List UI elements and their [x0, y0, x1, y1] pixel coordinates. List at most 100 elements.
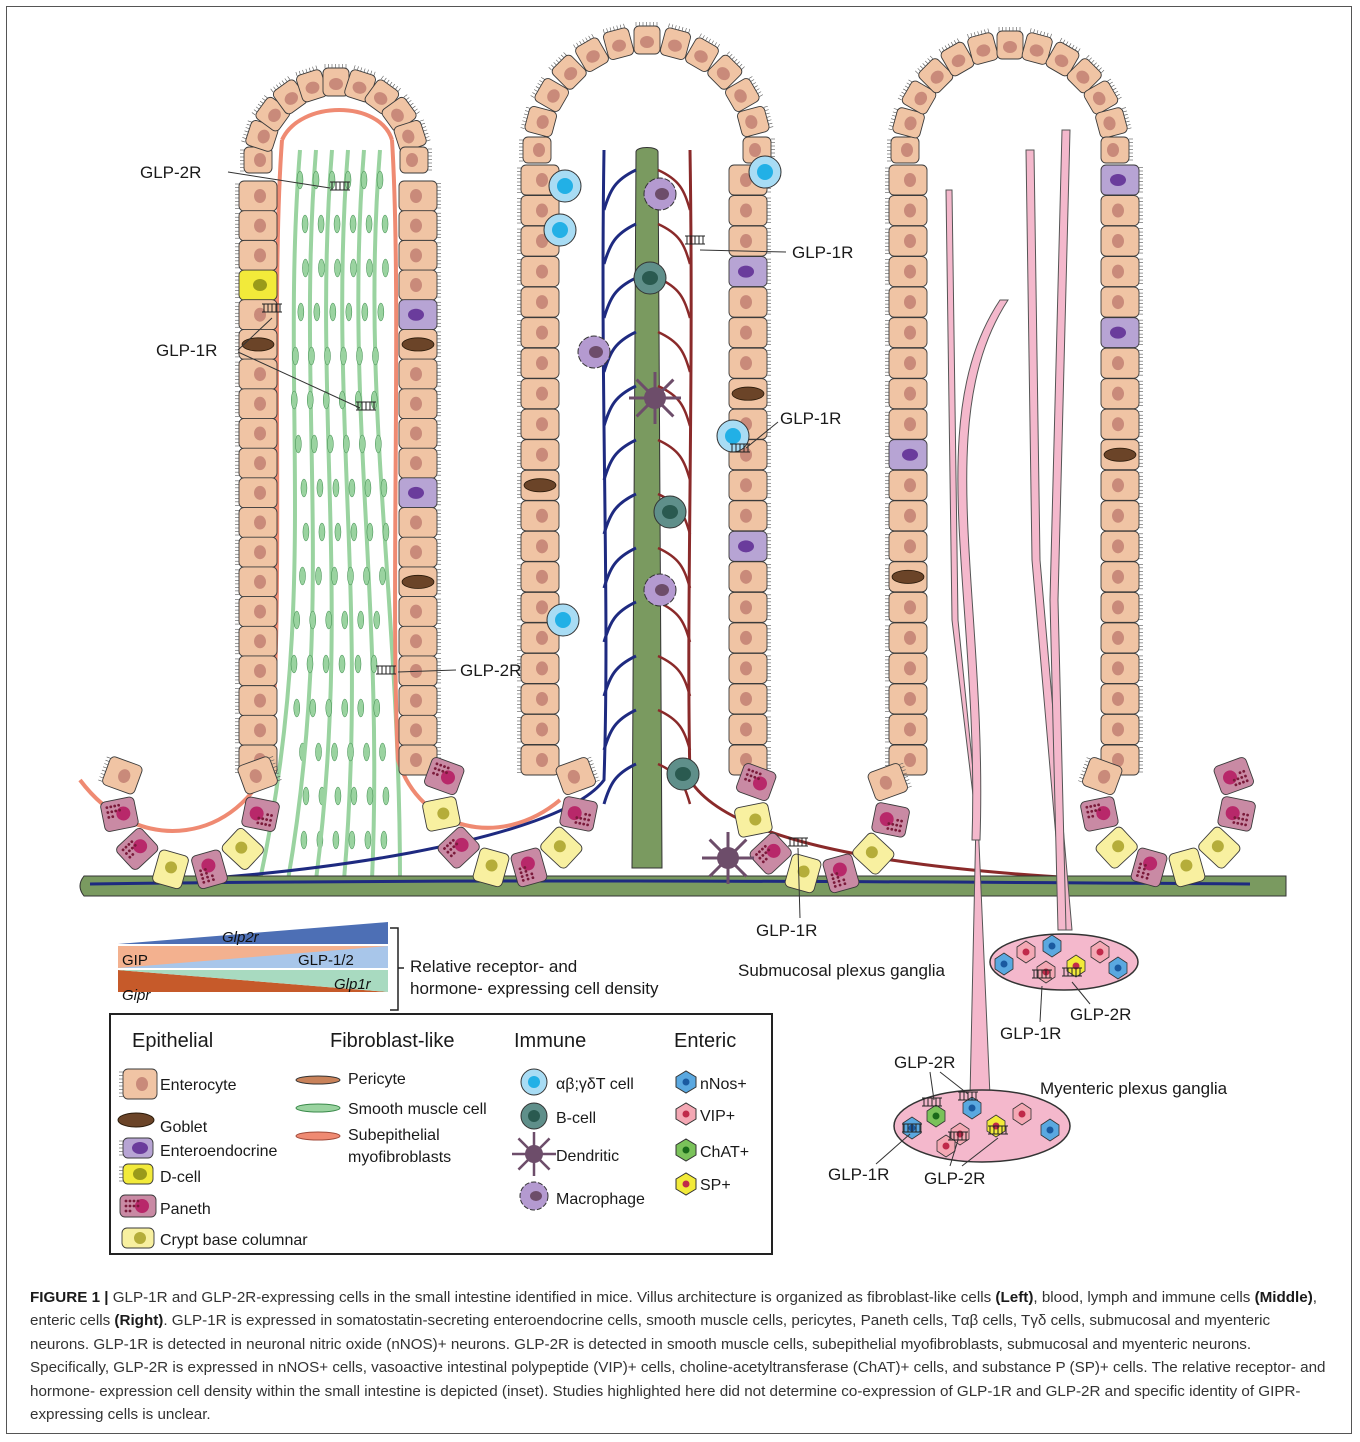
tcell [549, 170, 581, 202]
smooth-muscle-cell [355, 655, 361, 673]
legend-dcell: D-cell [160, 1169, 201, 1186]
smooth-muscle-cell [318, 215, 324, 233]
label-my-glp2r-top: GLP-2R [894, 1053, 955, 1072]
smooth-muscle-cell [378, 303, 384, 321]
goblet-cell [729, 379, 771, 409]
macrophage [644, 178, 676, 210]
bcell-nucleus-icon [528, 1110, 540, 1122]
smooth-muscle-cell [334, 259, 340, 277]
legend-goblet: Goblet [160, 1119, 208, 1136]
paneth-cell [120, 1195, 156, 1217]
smooth-muscle-strand [316, 150, 332, 880]
macrophage-nucleus-icon [530, 1191, 542, 1201]
smooth-muscle-cell [358, 611, 364, 629]
myofibroblast-icon [296, 1132, 340, 1140]
bcell [667, 758, 699, 790]
paneth-cell [100, 796, 139, 832]
d-cell [119, 1164, 153, 1184]
smooth-muscle-cell [326, 699, 332, 717]
ent-cell [1101, 592, 1143, 622]
smooth-muscle-cell [365, 479, 371, 497]
bcell [654, 496, 686, 528]
ent-cell [729, 592, 771, 622]
smooth-muscle-cell [358, 699, 364, 717]
ee-cell [399, 300, 441, 330]
smooth-muscle-cell [294, 699, 300, 717]
smooth-muscle-cell [302, 215, 308, 233]
smooth-muscle-cell [346, 303, 352, 321]
ent-cell [235, 686, 277, 716]
smooth-muscle-cell [315, 567, 321, 585]
smooth-muscle-cell [372, 347, 378, 365]
legend-header-enteric: Enteric [674, 1030, 736, 1052]
ee-cell [885, 440, 927, 470]
smooth-muscle-cell [324, 347, 330, 365]
smooth-muscle-cell [310, 699, 316, 717]
ent-cell [517, 653, 559, 683]
smooth-muscle-cell [301, 479, 307, 497]
capillary-red [658, 710, 690, 750]
smooth-muscle-cell [310, 611, 316, 629]
nerve-fiber [958, 300, 1008, 840]
ent-cell [1101, 226, 1143, 256]
ent-cell [97, 754, 143, 795]
ent-cell [885, 165, 927, 195]
legend-chat: ChAT+ [700, 1144, 749, 1161]
tcell [749, 156, 781, 188]
cbc-cell [1197, 825, 1242, 870]
enteric-nucleus-icon [683, 1111, 690, 1118]
ent-cell [519, 137, 551, 163]
cbc-cell [734, 802, 773, 838]
ent-cell [235, 597, 277, 627]
ent-cell [235, 181, 277, 211]
ee-cell [399, 478, 441, 508]
smooth-muscle-cell [371, 655, 377, 673]
ent-cell [235, 478, 277, 508]
ent-cell [1101, 623, 1143, 653]
legend-paneth: Paneth [160, 1201, 211, 1218]
smooth-muscle-cell [379, 567, 385, 585]
intestine-figure: GLP-2R GLP-1R GLP-1R GLP-1R GLP-2R GLP-1… [0, 0, 1360, 1280]
smooth-muscle-cell [365, 831, 371, 849]
ent-cell [517, 684, 559, 714]
smooth-muscle-cell [292, 347, 298, 365]
label-myenteric: Myenteric plexus ganglia [1040, 1079, 1228, 1098]
smooth-muscle-cell [330, 303, 336, 321]
smooth-muscle-strand [358, 150, 374, 880]
ent-cell [399, 240, 441, 270]
capillary-blue [604, 440, 636, 480]
ent-cell [235, 359, 277, 389]
tcell-nucleus-icon [528, 1076, 540, 1088]
legend-enterocyte: Enterocyte [160, 1077, 237, 1094]
tcell [547, 604, 579, 636]
label-sub-glp2r: GLP-2R [1070, 1005, 1131, 1024]
smooth-muscle-cell [383, 787, 389, 805]
smooth-muscle-cell [348, 743, 354, 761]
ent-cell [517, 745, 559, 775]
smooth-muscle-cell [343, 435, 349, 453]
smooth-muscle-cell [382, 259, 388, 277]
ent-cell [729, 501, 771, 531]
ent-cell [517, 501, 559, 531]
cbc-cell [539, 825, 584, 870]
fibroblast-layer [80, 110, 560, 880]
smooth-muscle-strand [342, 150, 352, 880]
ee-cell [119, 1138, 153, 1158]
smooth-muscle-cell [307, 391, 313, 409]
smooth-muscle-cell [295, 435, 301, 453]
smooth-muscle-cell [340, 347, 346, 365]
legend-subepithelial: Subepithelial [348, 1127, 440, 1144]
pericyte-icon [296, 1076, 340, 1084]
label-glp1r-mid: GLP-1R [780, 409, 841, 428]
label-my-glp1r: GLP-1R [828, 1165, 889, 1184]
paneth-cell [1213, 756, 1255, 796]
smooth-muscle-cell [302, 259, 308, 277]
dendritic-cell [702, 832, 754, 884]
ent-cell [885, 348, 927, 378]
smooth-muscle-cell [299, 567, 305, 585]
ent-cell [235, 389, 277, 419]
ee-cell [729, 531, 771, 561]
smooth-muscle-cell [374, 611, 380, 629]
legend-pericyte: Pericyte [348, 1071, 406, 1088]
ent-cell [399, 211, 441, 241]
